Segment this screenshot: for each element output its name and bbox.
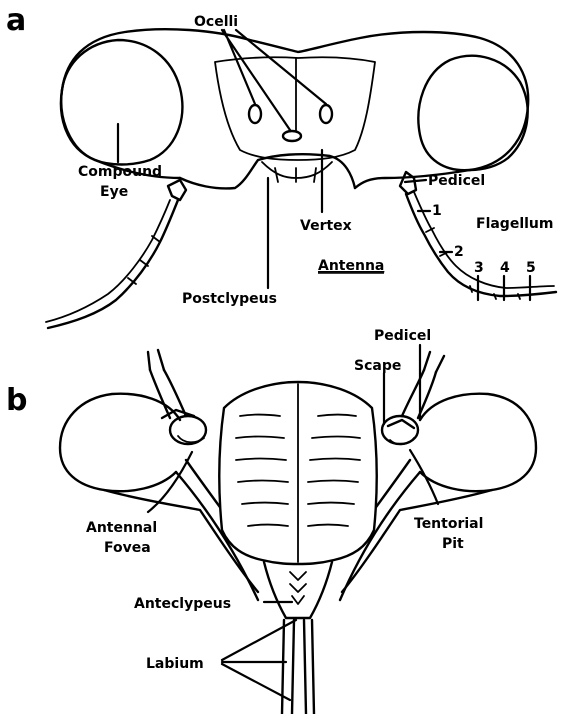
compound-eye-right xyxy=(418,56,527,170)
vertex-region xyxy=(215,57,375,160)
label-postclypeus: Postclypeus xyxy=(182,291,277,307)
label-segment-2: 2 xyxy=(454,244,464,260)
label-ocelli: Ocelli xyxy=(194,14,238,30)
anteclypeus xyxy=(264,562,332,618)
label-pedicel-b: Pedicel xyxy=(374,328,431,344)
label-tentorial-pit-line2: Pit xyxy=(442,536,464,552)
label-antennal-fovea-line1: Antennal xyxy=(86,520,157,536)
leader-pedicel-a xyxy=(405,180,426,182)
label-segment-3: 3 xyxy=(474,260,484,276)
label-antenna: Antenna xyxy=(318,258,384,274)
antenna-left-b xyxy=(148,350,206,444)
compound-eye-left xyxy=(61,40,182,165)
panel-b: b xyxy=(6,328,536,714)
labium xyxy=(282,620,314,714)
label-labium: Labium xyxy=(146,656,204,672)
compound-eye-left-b xyxy=(60,394,180,491)
anteclypeus-chevrons xyxy=(290,572,306,604)
label-segment-5: 5 xyxy=(526,260,536,276)
label-segment-4: 4 xyxy=(500,260,510,276)
panel-a: a xyxy=(6,3,556,328)
label-flagellum: Flagellum xyxy=(476,216,553,232)
ocellus-right xyxy=(320,105,332,123)
label-vertex: Vertex xyxy=(300,218,352,234)
ocellus-median xyxy=(283,131,301,141)
panel-a-letter: a xyxy=(6,3,26,38)
label-scape: Scape xyxy=(354,358,401,374)
panel-b-letter: b xyxy=(6,383,27,418)
ocellus-left xyxy=(249,105,261,123)
label-tentorial-pit-line1: Tentorial xyxy=(414,516,483,532)
label-pedicel-a: Pedicel xyxy=(428,173,485,189)
label-compound-eye-line2: Eye xyxy=(100,184,128,200)
antenna-left xyxy=(46,180,186,328)
label-segment-1: 1 xyxy=(432,203,442,219)
label-antennal-fovea-line2: Fovea xyxy=(104,540,151,556)
compound-eye-right-b xyxy=(420,394,536,491)
label-anteclypeus: Anteclypeus xyxy=(134,596,231,612)
label-compound-eye-line1: Compound xyxy=(78,164,162,180)
